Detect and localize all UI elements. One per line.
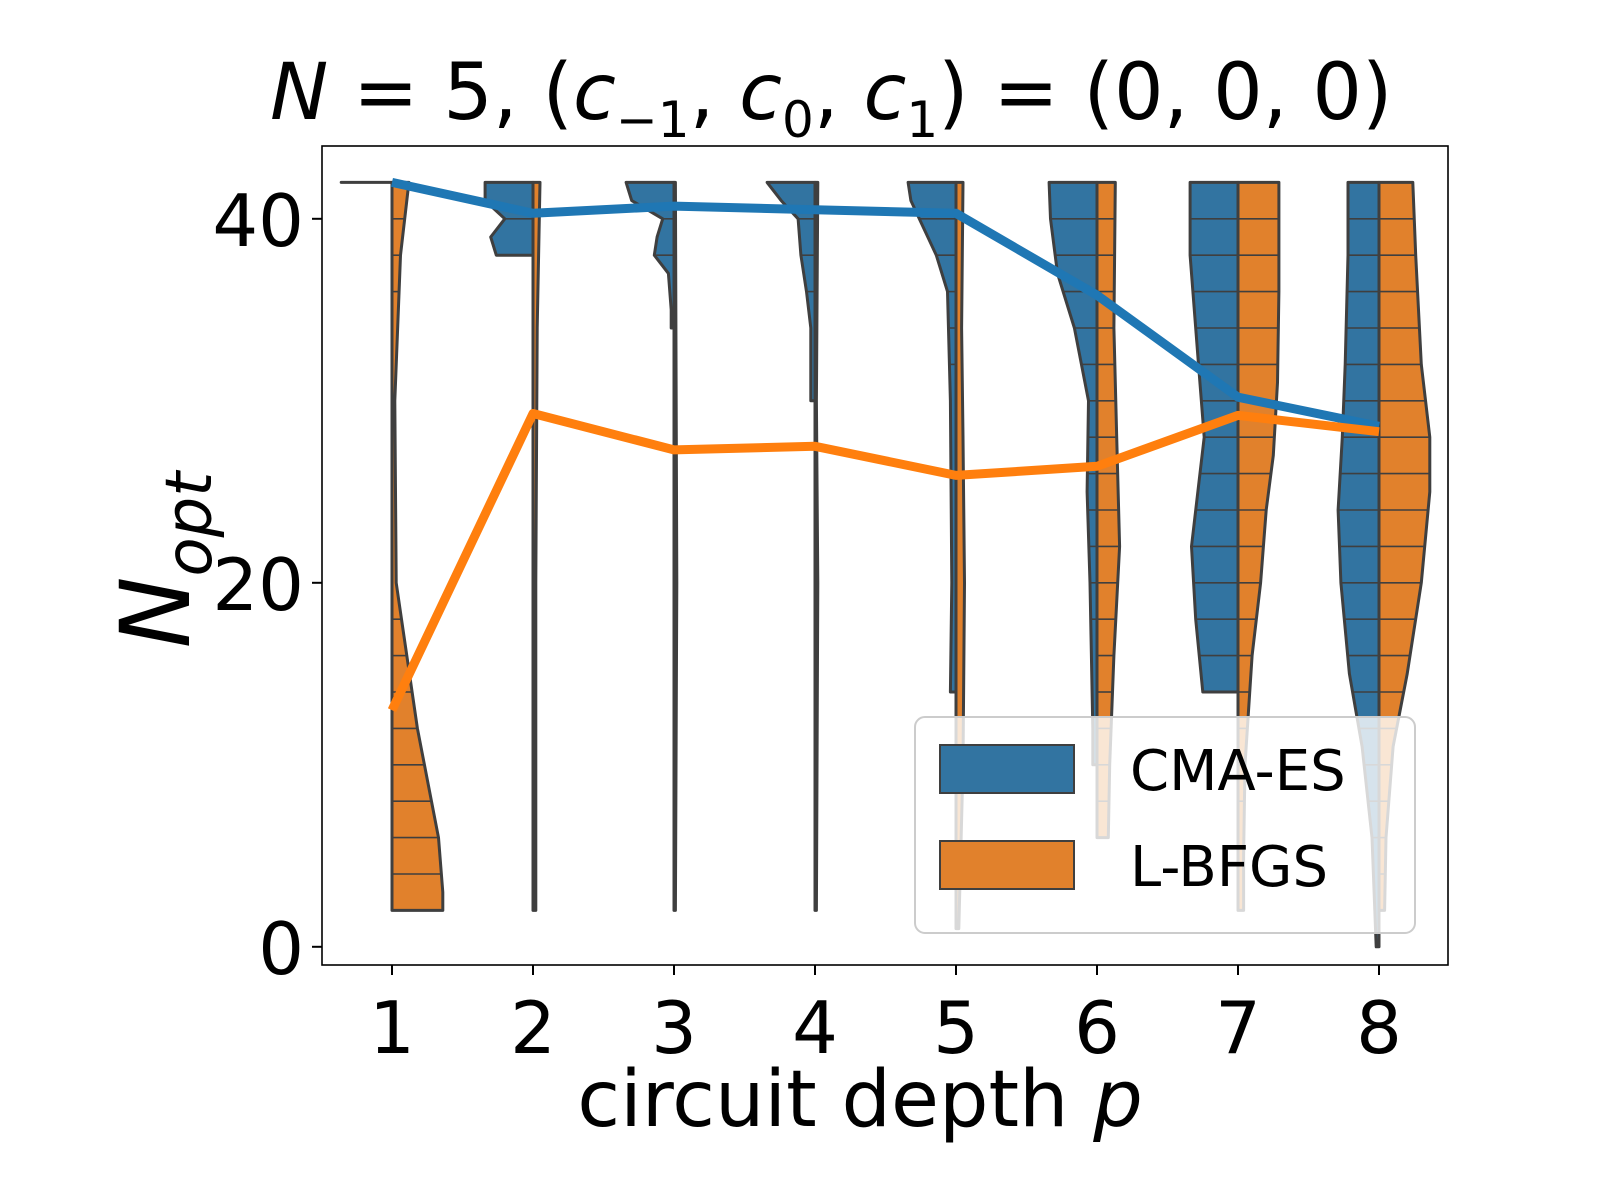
title-c1: c xyxy=(572,48,616,138)
title-eq1: = 5, ( xyxy=(328,48,573,138)
x-axis-label: circuit depth p xyxy=(500,1055,1220,1145)
violins-layer xyxy=(339,180,1432,949)
chart-title: N = 5, (c−1, c0, c1) = (0, 0, 0) xyxy=(270,48,1500,158)
title-c3: c xyxy=(863,48,907,138)
violin-lbfgs-p2 xyxy=(531,180,542,912)
x-tick-label-2: 2 xyxy=(510,986,556,1070)
title-sub-1: 1 xyxy=(906,91,939,149)
y-axis-label: Nopt xyxy=(100,450,227,670)
y-axis: 0 20 40 xyxy=(212,179,322,991)
x-tick-label-4: 4 xyxy=(792,986,838,1070)
title-sub-0: 0 xyxy=(782,91,814,149)
title-sep2: , xyxy=(813,48,864,138)
x-tick-label-6: 6 xyxy=(1074,986,1120,1070)
violin-lbfgs-p3 xyxy=(672,180,679,912)
mean-line-cma-es xyxy=(391,178,1380,431)
violin-cma-p5 xyxy=(906,180,958,694)
plot-frame xyxy=(321,145,1449,966)
title-sub-m1: −1 xyxy=(615,91,690,149)
legend-swatch-l-bfgs xyxy=(939,840,1075,890)
y-axis-label-base: N xyxy=(100,576,212,649)
legend-label-cma-es: CMA-ES xyxy=(1130,739,1346,804)
x-axis: 1 2 3 4 5 6 7 8 xyxy=(369,965,1402,1070)
legend-label-l-bfgs: L-BFGS xyxy=(1130,835,1328,900)
title-sep1: , xyxy=(689,48,740,138)
x-tick-label-7: 7 xyxy=(1215,986,1261,1070)
violin-cma-p4 xyxy=(765,180,817,403)
legend: CMA-ES L-BFGS xyxy=(914,716,1416,934)
y-tick-label-0: 0 xyxy=(258,907,304,991)
y-tick-label-20: 20 xyxy=(212,543,304,627)
y-axis-label-sub: opt xyxy=(153,471,227,577)
y-tick-label-40: 40 xyxy=(212,179,304,263)
x-tick-label-1: 1 xyxy=(369,986,415,1070)
x-axis-label-var: p xyxy=(1093,1055,1143,1145)
mean-lines-layer xyxy=(387,178,1380,713)
x-tick-label-3: 3 xyxy=(651,986,697,1070)
x-tick-label-5: 5 xyxy=(933,986,979,1070)
mean-line-l-bfgs xyxy=(387,409,1380,713)
x-axis-label-text: circuit depth xyxy=(577,1055,1094,1145)
title-n: N xyxy=(270,48,329,138)
legend-swatch-cma-es xyxy=(939,744,1075,794)
violin-lbfgs-p4 xyxy=(813,180,820,912)
title-eq2: ) = (0, 0, 0) xyxy=(938,48,1393,138)
x-tick-label-8: 8 xyxy=(1356,986,1402,1070)
title-c2: c xyxy=(739,48,783,138)
